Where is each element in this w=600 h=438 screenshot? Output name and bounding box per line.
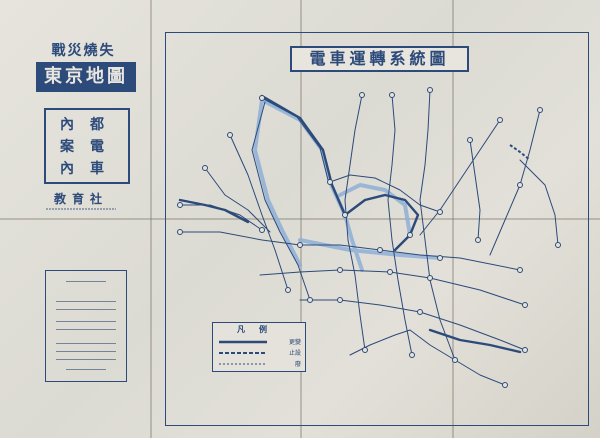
notice-text-line bbox=[56, 343, 116, 344]
station-marker bbox=[359, 92, 365, 98]
station-marker bbox=[387, 269, 393, 275]
station-marker bbox=[409, 352, 415, 358]
station-marker bbox=[517, 182, 523, 188]
notice-panel bbox=[45, 270, 127, 382]
route-line bbox=[251, 101, 311, 301]
station-marker bbox=[407, 232, 413, 238]
station-marker bbox=[177, 229, 183, 235]
station-marker bbox=[522, 302, 528, 308]
route-line bbox=[349, 329, 411, 356]
notice-text-line bbox=[56, 351, 116, 352]
station-marker bbox=[307, 297, 313, 303]
station-marker bbox=[555, 242, 561, 248]
notice-text-line bbox=[56, 321, 116, 322]
notice-text-line bbox=[56, 359, 116, 360]
station-marker bbox=[259, 95, 265, 101]
cover-fineprint bbox=[46, 207, 116, 213]
route-line bbox=[344, 94, 366, 351]
route-line bbox=[204, 167, 271, 233]
cover-box-char: 案 bbox=[60, 139, 80, 155]
cover-box-char: 電 bbox=[90, 139, 110, 155]
fold-line bbox=[452, 0, 454, 438]
station-marker bbox=[517, 267, 523, 273]
station-marker bbox=[522, 347, 528, 353]
notice-text-line bbox=[66, 369, 106, 370]
route-line bbox=[519, 159, 559, 246]
route-heavy bbox=[428, 328, 522, 354]
route-line bbox=[469, 139, 481, 241]
legend-label: 廢 bbox=[294, 361, 301, 368]
station-marker bbox=[327, 179, 333, 185]
route-dashed bbox=[509, 144, 531, 161]
legend-label: 更變 bbox=[288, 339, 301, 346]
station-marker bbox=[389, 92, 395, 98]
cover-box-char: 內 bbox=[60, 117, 80, 133]
station-marker bbox=[227, 132, 233, 138]
cover-publisher: 教育社 bbox=[54, 192, 109, 206]
route-line bbox=[419, 89, 456, 361]
station-marker bbox=[427, 275, 433, 281]
station-marker bbox=[427, 87, 433, 93]
cover-box: 都 內 電 案 車 內 bbox=[44, 108, 130, 184]
station-marker bbox=[297, 242, 303, 248]
notice-text-line bbox=[66, 281, 106, 282]
station-marker bbox=[177, 202, 183, 208]
notice-text-line bbox=[56, 309, 116, 310]
legend: 凡例 更變 止設 廢 bbox=[212, 322, 306, 372]
station-marker bbox=[502, 382, 508, 388]
cover-box-char: 車 bbox=[90, 161, 110, 177]
station-marker bbox=[452, 357, 458, 363]
cover-box-char: 都 bbox=[90, 117, 110, 133]
route-underlay bbox=[253, 98, 302, 267]
fold-line bbox=[150, 0, 152, 438]
route-line bbox=[329, 174, 441, 213]
station-marker bbox=[437, 255, 443, 261]
route-line bbox=[299, 299, 526, 351]
legend-row: 廢 bbox=[219, 359, 301, 369]
station-marker bbox=[377, 247, 383, 253]
map-title: 電車運轉系統圖 bbox=[290, 46, 469, 72]
station-marker bbox=[285, 287, 291, 293]
station-marker bbox=[475, 237, 481, 243]
cover-panel: 戰災燒失 東京地圖 都 內 電 案 車 內 教育社 bbox=[16, 10, 146, 215]
station-marker bbox=[337, 297, 343, 303]
station-marker bbox=[417, 309, 423, 315]
cover-box-char: 內 bbox=[60, 161, 80, 177]
route-heavy bbox=[178, 198, 250, 224]
notice-text-line bbox=[56, 329, 116, 330]
route-line bbox=[387, 94, 413, 356]
station-marker bbox=[362, 347, 368, 353]
cover-title-small: 戰災燒失 bbox=[51, 43, 116, 59]
station-marker bbox=[537, 107, 543, 113]
station-marker bbox=[497, 117, 503, 123]
station-marker bbox=[259, 227, 265, 233]
station-marker bbox=[467, 137, 473, 143]
station-marker bbox=[202, 165, 208, 171]
station-marker bbox=[342, 212, 348, 218]
fold-line bbox=[300, 0, 302, 438]
station-marker bbox=[337, 267, 343, 273]
station-marker bbox=[437, 209, 443, 215]
legend-title: 凡例 bbox=[237, 324, 281, 334]
legend-row: 止設 bbox=[219, 348, 301, 358]
fold-line bbox=[0, 218, 600, 220]
route-line bbox=[179, 231, 521, 271]
route-heavy bbox=[260, 94, 347, 217]
notice-text-line bbox=[56, 301, 116, 302]
route-line bbox=[489, 109, 541, 256]
legend-label: 止設 bbox=[288, 350, 301, 357]
map-frame bbox=[165, 32, 589, 426]
cover-title-large: 東京地圖 bbox=[36, 62, 136, 92]
route-line bbox=[261, 97, 329, 181]
legend-row: 更變 bbox=[219, 337, 301, 347]
route-line bbox=[229, 134, 289, 291]
route-line bbox=[419, 119, 501, 236]
route-underlay bbox=[338, 183, 412, 237]
